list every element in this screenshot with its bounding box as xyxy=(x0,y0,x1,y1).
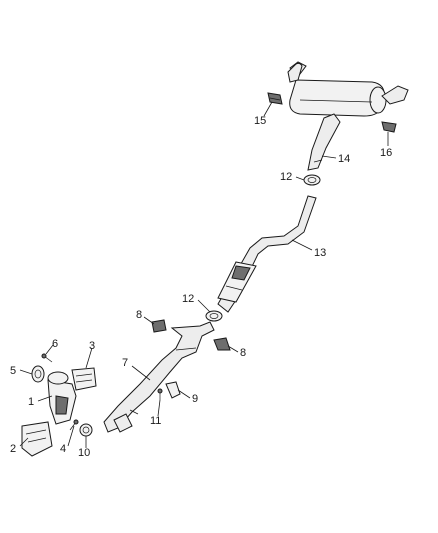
tailpipe-tip xyxy=(381,85,409,105)
callout-13: 13 xyxy=(314,247,326,259)
muffler-front-tip xyxy=(287,62,303,83)
callout-14: 14 xyxy=(338,153,350,165)
resonator-pipe-13 xyxy=(217,195,317,313)
leader-14 xyxy=(321,155,337,159)
front-pipe-flange xyxy=(113,413,133,433)
hanger-15 xyxy=(267,92,283,105)
catalytic-converter-1 xyxy=(47,371,77,425)
callout-8-left: 8 xyxy=(136,309,142,321)
leader-lines xyxy=(19,101,389,448)
leader-11 xyxy=(157,399,161,417)
clamp-12-upper xyxy=(303,174,321,186)
muffler-assembly xyxy=(287,61,409,117)
muffler-body xyxy=(289,79,385,117)
stud-6 xyxy=(41,353,53,363)
callout-4: 4 xyxy=(60,443,66,455)
leader-6 xyxy=(45,344,54,355)
callout-5: 5 xyxy=(10,365,16,377)
callout-15: 15 xyxy=(254,115,266,127)
leader-15 xyxy=(263,101,273,117)
front-pipe-7 xyxy=(103,321,215,433)
callout-6: 6 xyxy=(52,338,58,350)
hanger-16 xyxy=(381,121,397,133)
leader-8a xyxy=(143,316,155,325)
leader-4 xyxy=(67,425,75,447)
leader-8b xyxy=(227,345,239,353)
muffler-seam xyxy=(299,99,373,103)
callout-2: 2 xyxy=(10,443,16,455)
callout-11: 11 xyxy=(150,415,161,427)
leader-13 xyxy=(291,239,313,251)
gasket-5 xyxy=(31,365,45,383)
callout-9: 9 xyxy=(192,393,198,405)
muffler-end-cap xyxy=(369,86,387,114)
leader-1 xyxy=(37,395,53,402)
callout-3: 3 xyxy=(89,340,95,352)
leader-5 xyxy=(19,369,33,375)
leader-12b xyxy=(197,299,211,313)
leader-7 xyxy=(131,365,151,381)
resonator-heat-shield xyxy=(231,265,251,281)
hanger-8-right xyxy=(213,337,231,351)
callout-labels: 1 2 3 4 5 6 7 8 8 9 10 11 12 12 13 14 15… xyxy=(10,115,392,459)
callout-8-right: 8 xyxy=(240,347,246,359)
leader-12a xyxy=(295,176,305,181)
gasket-10 xyxy=(79,423,93,437)
clamp-12-lower xyxy=(205,310,223,322)
hanger-8-left xyxy=(151,319,167,333)
callout-7: 7 xyxy=(122,357,128,369)
leader-3 xyxy=(85,347,93,369)
stud-4 xyxy=(69,419,79,431)
bolt-11 xyxy=(157,388,163,400)
callout-1: 1 xyxy=(28,396,34,408)
bracket-9 xyxy=(165,381,181,399)
callout-12-lower: 12 xyxy=(182,293,194,305)
intermediate-pipe-14 xyxy=(307,113,341,171)
callout-12-upper: 12 xyxy=(280,171,292,183)
callout-10: 10 xyxy=(78,447,90,459)
heat-shield-3 xyxy=(71,367,97,391)
callout-16: 16 xyxy=(380,147,392,159)
leader-2 xyxy=(19,437,29,447)
leader-9 xyxy=(177,389,191,399)
